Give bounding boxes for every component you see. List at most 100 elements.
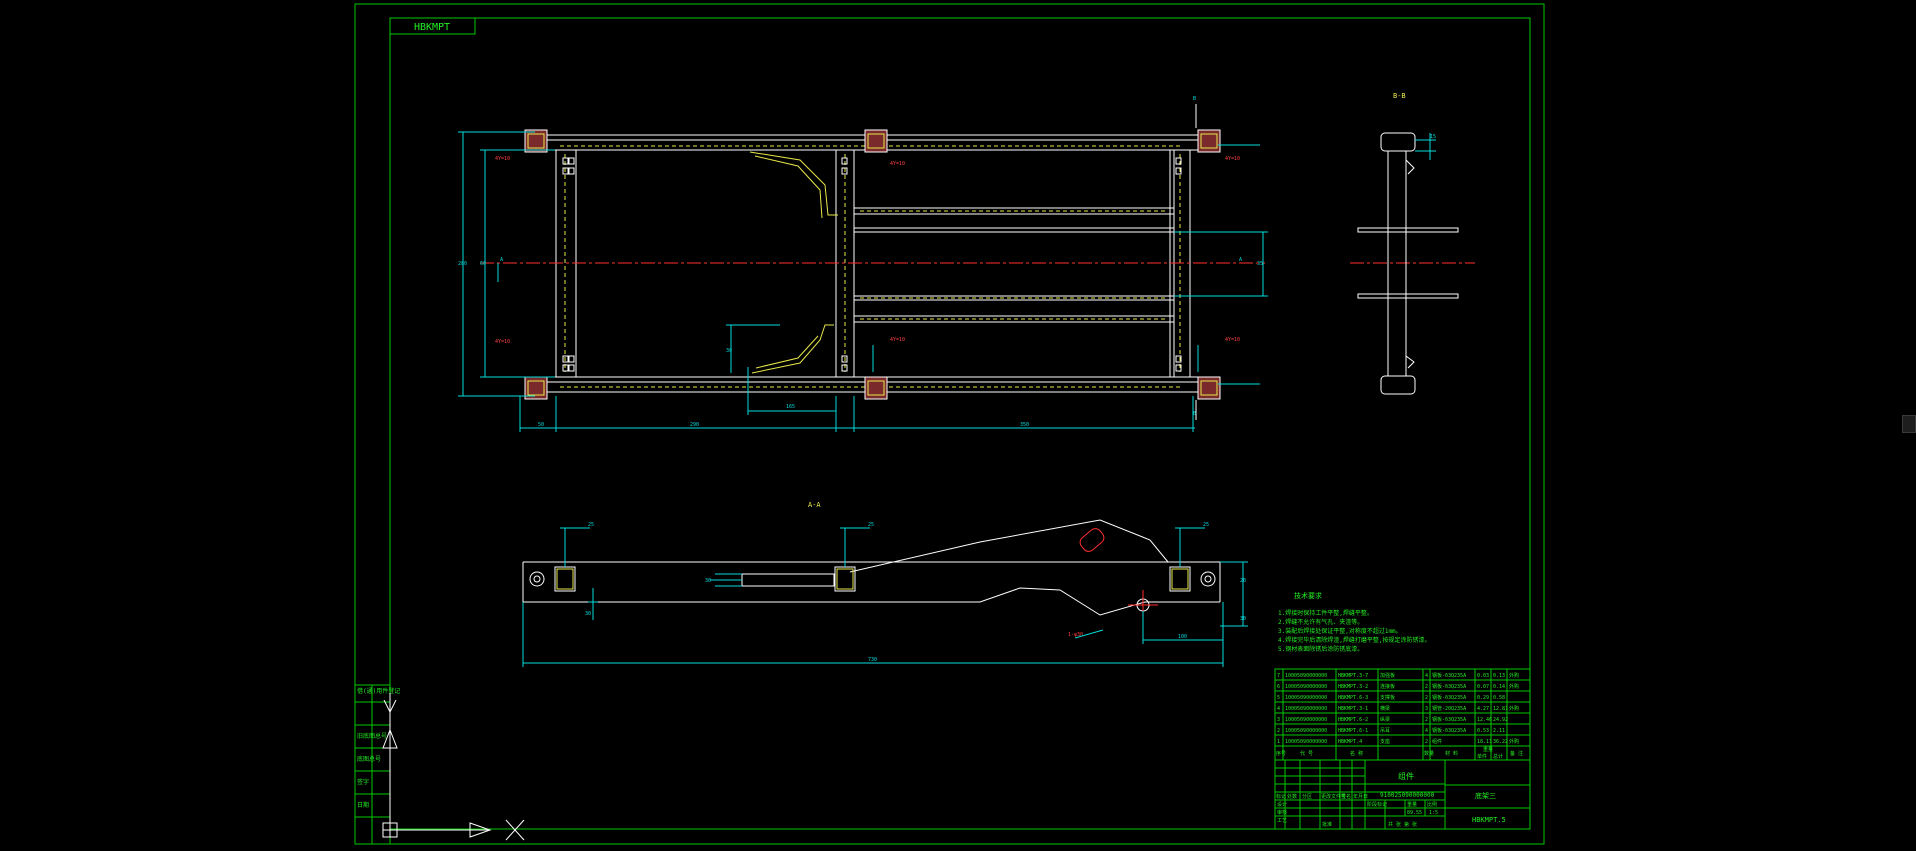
svg-text:钢板-δ3Q235A: 钢板-δ3Q235A <box>1432 716 1466 723</box>
svg-text:0.13: 0.13 <box>1493 673 1505 679</box>
title-block-grid <box>1274 759 1531 830</box>
plan-dim-height: 280 <box>458 261 467 267</box>
aa-dim-v1: 30 <box>705 578 711 584</box>
svg-text:12.46: 12.46 <box>1477 717 1492 723</box>
aa-dim-total: 730 <box>868 657 877 663</box>
svg-text:钢板-δ3Q235A: 钢板-δ3Q235A <box>1432 727 1466 734</box>
svg-text:10005090000000: 10005090000000 <box>1285 739 1327 745</box>
svg-text:横梁: 横梁 <box>1380 705 1390 712</box>
note-3: 3.装配后焊接处保证平整,对称度不超过1mm。 <box>1278 627 1402 635</box>
svg-text:钢板-δ3Q235A: 钢板-δ3Q235A <box>1432 672 1466 679</box>
note-2: 2.焊缝不允许有气孔、夹渣等。 <box>1278 618 1363 626</box>
plan-marker-b-top: B <box>1193 96 1196 102</box>
plan-dim-inner: 35 <box>1257 261 1263 267</box>
plan-dim-mid: 290 <box>690 422 699 428</box>
svg-text:外购: 外购 <box>1509 705 1519 712</box>
bom-table-grid <box>1274 668 1531 761</box>
plan-marker-a-right: A <box>1239 257 1242 263</box>
svg-text:支座: 支座 <box>1380 738 1390 745</box>
svg-text:0.03: 0.03 <box>1477 673 1489 679</box>
svg-text:钢管-20Q235A: 钢管-20Q235A <box>1432 705 1466 712</box>
svg-text:钢板-δ3Q235A: 钢板-δ3Q235A <box>1432 694 1466 701</box>
svg-text:支撑板: 支撑板 <box>1380 694 1395 701</box>
ucs-icon <box>382 693 525 841</box>
svg-text:HBKMPT.6-3: HBKMPT.6-3 <box>1338 695 1368 701</box>
title-role-1: 设计 <box>1277 801 1287 808</box>
title-material: 组件 <box>1398 771 1414 781</box>
side-stamp-2: 旧底图总号 <box>357 732 387 740</box>
weld-label-4: 4Y=10 <box>495 339 510 345</box>
svg-text:HBKMPT.6-1: HBKMPT.6-1 <box>1338 728 1368 734</box>
aa-dim-right: 100 <box>1178 634 1187 640</box>
svg-text:0.58: 0.58 <box>1493 695 1505 701</box>
title-mark-4: 更改文件号 <box>1321 793 1346 800</box>
plan-dim-strip: 60 <box>480 261 486 267</box>
side-stamp-5: 日期 <box>357 801 369 809</box>
svg-text:2.11: 2.11 <box>1493 728 1505 734</box>
aa-dimensions <box>522 527 1248 667</box>
svg-text:3: 3 <box>1425 706 1428 712</box>
side-stamp-column <box>354 684 391 845</box>
svg-text:代 号: 代 号 <box>1300 750 1313 757</box>
section-bb-dim: 15 <box>1430 134 1436 140</box>
title-role-4: 批准 <box>1322 821 1332 828</box>
svg-text:备 注: 备 注 <box>1510 750 1523 757</box>
outer-frame <box>354 3 1545 845</box>
svg-text:4.27: 4.27 <box>1477 706 1489 712</box>
section-aa: A-A <box>522 501 1221 620</box>
svg-text:组件: 组件 <box>1432 738 1442 745</box>
title-scale-label-3: 比例 <box>1427 801 1437 808</box>
corner-lugs <box>524 129 1221 400</box>
svg-text:总计: 总计 <box>1493 753 1503 760</box>
title-weight-value: 89.55 <box>1407 810 1422 816</box>
title-doc-number: 910025090000000 <box>1380 792 1435 799</box>
svg-text:序号: 序号 <box>1276 750 1286 757</box>
svg-text:36.22: 36.22 <box>1493 739 1508 745</box>
top-label-box: HBKMPT <box>389 17 476 35</box>
title-role-2: 审核 <box>1277 809 1287 816</box>
svg-text:HBKMPT.3-2: HBKMPT.3-2 <box>1338 684 1368 690</box>
notes-title: 技术要求 <box>1294 591 1322 600</box>
note-1: 1.焊接时保持工件平整,焊缝平整。 <box>1278 609 1373 617</box>
svg-text:4: 4 <box>1425 728 1428 734</box>
svg-text:0.07: 0.07 <box>1477 684 1489 690</box>
title-block-texts: 组件 910025090000000 底架三 HBKMPT.5 标记 处数 分区… <box>1276 771 1506 828</box>
svg-text:4: 4 <box>1277 706 1280 712</box>
weld-label-6: 4Y=10 <box>1225 337 1240 343</box>
aa-dim-3: 25 <box>1203 522 1209 528</box>
weld-labels: 4Y=10 4Y=10 4Y=10 4Y=10 4Y=10 4Y=10 1-φ3… <box>495 156 1240 638</box>
inner-frame <box>389 17 1531 830</box>
title-name: 底架三 <box>1475 791 1496 800</box>
title-scale-label-2: 重量 <box>1407 801 1417 808</box>
svg-text:连接板: 连接板 <box>1380 683 1395 690</box>
side-stamp-3: 底图总号 <box>357 755 381 763</box>
svg-text:0.29: 0.29 <box>1477 695 1489 701</box>
plan-view <box>480 104 1265 420</box>
title-sheet: 共 张 第 张 <box>1388 821 1417 828</box>
svg-text:数量: 数量 <box>1424 750 1434 757</box>
section-bb-title: B-B <box>1393 92 1406 100</box>
svg-text:2: 2 <box>1277 728 1280 734</box>
svg-text:10005090000000: 10005090000000 <box>1285 684 1327 690</box>
scrollbar-thumb[interactable] <box>1902 415 1916 433</box>
svg-text:5: 5 <box>1277 695 1280 701</box>
title-scale-value: 1:5 <box>1429 810 1438 816</box>
top-label: HBKMPT <box>414 22 450 33</box>
svg-text:加强板: 加强板 <box>1380 672 1395 679</box>
title-role-3: 工艺 <box>1277 818 1287 824</box>
weld-label-5: 4Y=10 <box>890 337 905 343</box>
plan-dim-texts: 50 290 350 280 35 165 30 60 A A B B <box>458 96 1263 428</box>
title-scale-label-1: 阶段标记 <box>1367 801 1387 808</box>
bom-header-row: 序号代 号名 称数量材 料单件总计备 注 重量 <box>1276 746 1523 760</box>
svg-text:12.81: 12.81 <box>1493 706 1508 712</box>
svg-text:HBKMPT.3-7: HBKMPT.3-7 <box>1338 673 1368 679</box>
title-code: HBKMPT.5 <box>1472 816 1506 824</box>
